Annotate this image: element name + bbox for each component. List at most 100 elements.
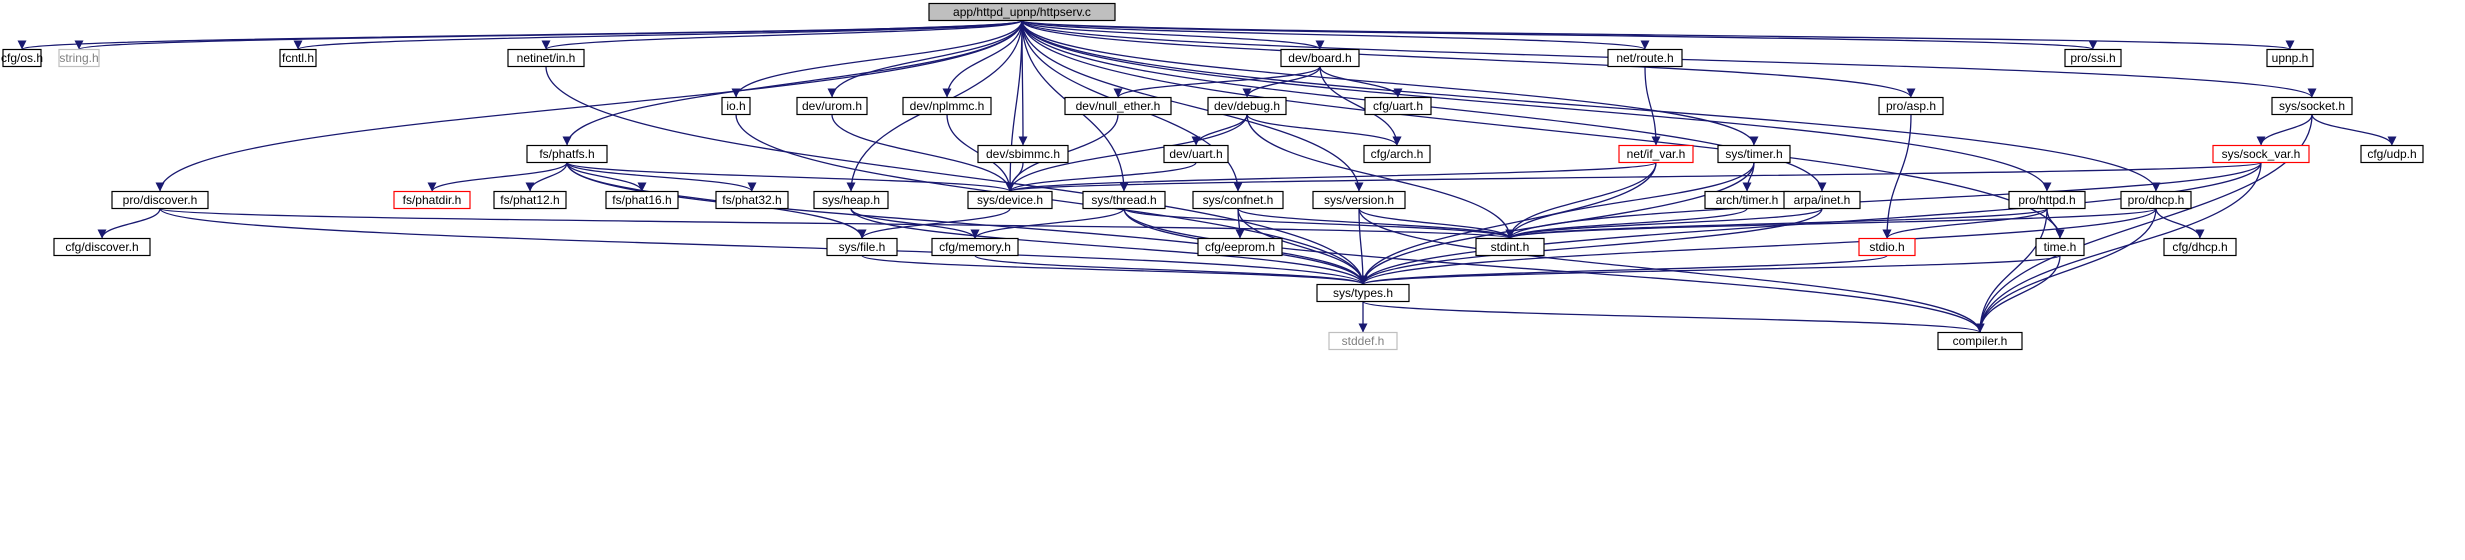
edge-dev-debug-to-cfg-arch xyxy=(1246,114,1402,146)
node-upnp-h[interactable]: upnp.h xyxy=(2266,48,2314,68)
node-label-cfg-memory-h: cfg/memory.h xyxy=(939,240,1011,254)
edge-net-if-var-to-sys-device xyxy=(1005,161,1657,193)
node-box-sys-device-h xyxy=(967,190,1053,210)
node-box-pro-asp-h xyxy=(1878,96,1944,116)
node-label-sys-device-h: sys/device.h xyxy=(977,193,1043,207)
edge-sys-heap-to-cfg-memory xyxy=(850,208,980,239)
node-label-pro-httpd-h: pro/httpd.h xyxy=(2018,193,2075,207)
edge-root-to-dev-urom xyxy=(827,20,1023,98)
node-sys-sock-var-h[interactable]: sys/sock_var.h xyxy=(2212,144,2310,164)
node-compiler-h[interactable]: compiler.h xyxy=(1937,331,2023,351)
node-cfg-eeprom-h[interactable]: cfg/eeprom.h xyxy=(1197,237,1283,257)
node-box-sys-socket-h xyxy=(2271,96,2353,116)
node-dev-board-h[interactable]: dev/board.h xyxy=(1280,48,1360,68)
node-cfg-udp-h[interactable]: cfg/udp.h xyxy=(2360,144,2424,164)
node-stdio-h[interactable]: stdio.h xyxy=(1858,237,1916,257)
node-pro-asp-h[interactable]: pro/asp.h xyxy=(1878,96,1944,116)
node-box-fs-phat16-h xyxy=(605,190,679,210)
edge-dev-uart-to-sys-device xyxy=(1005,161,1197,193)
node-pro-discover-h[interactable]: pro/discover.h xyxy=(111,190,209,210)
node-sys-device-h[interactable]: sys/device.h xyxy=(967,190,1053,210)
edge-root-to-fcntl xyxy=(293,19,1023,51)
edge-pro-dhcp-to-sys-types xyxy=(1358,208,2157,285)
node-pro-httpd-h[interactable]: pro/httpd.h xyxy=(2008,190,2086,210)
node-label-stddef-h: stddef.h xyxy=(1342,334,1385,348)
node-sys-types-h[interactable]: sys/types.h xyxy=(1316,283,1410,303)
node-box-dev-board-h xyxy=(1280,48,1360,68)
node-box-stdio-h xyxy=(1858,237,1916,257)
edge-cfg-memory-to-sys-types xyxy=(974,254,1368,286)
node-cfg-arch-h[interactable]: cfg/arch.h xyxy=(1363,144,1431,164)
node-sys-version-h[interactable]: sys/version.h xyxy=(1312,190,1406,210)
edge-dev-board-to-cfg-uart xyxy=(1319,66,1403,98)
edge-root-to-sys-device xyxy=(1005,20,1023,192)
node-label-fs-phatdir-h: fs/phatdir.h xyxy=(403,193,462,207)
edge-fs-phatfs-to-sys-device xyxy=(566,161,1015,193)
edge-sys-socket-to-cfg-udp xyxy=(2311,114,2397,146)
node-arch-timer-h[interactable]: arch/timer.h xyxy=(1704,190,1790,210)
node-pro-dhcp-h[interactable]: pro/dhcp.h xyxy=(2120,190,2192,210)
node-fs-phatfs-h[interactable]: fs/phatfs.h xyxy=(526,144,608,164)
dependency-edges xyxy=(18,19,2397,334)
node-box-sys-sock-var-h xyxy=(2212,144,2310,164)
node-stdint-h[interactable]: stdint.h xyxy=(1475,237,1545,257)
node-io-h[interactable]: io.h xyxy=(721,96,751,116)
edge-pro-discover-to-cfg-discover xyxy=(97,208,161,239)
node-label-dev-board-h: dev/board.h xyxy=(1288,51,1351,65)
node-netinet-in-h[interactable]: netinet/in.h xyxy=(507,48,585,68)
node-net-route-h[interactable]: net/route.h xyxy=(1607,48,1683,68)
node-box-dev-sbimmc-h xyxy=(977,144,1069,164)
node-sys-confnet-h[interactable]: sys/confnet.h xyxy=(1192,190,1284,210)
node-net-if-var-h[interactable]: net/if_var.h xyxy=(1618,144,1694,164)
node-stddef-h[interactable]: stddef.h xyxy=(1328,331,1398,351)
edge-time-to-sys-types xyxy=(1358,254,2061,286)
edge-fs-phatfs-to-fs-phat16 xyxy=(566,162,647,192)
node-label-fs-phat16-h: fs/phat16.h xyxy=(612,193,671,207)
node-dev-nplmmc-h[interactable]: dev/nplmmc.h xyxy=(902,96,992,116)
node-label-sys-confnet-h: sys/confnet.h xyxy=(1203,193,1274,207)
edge-dev-board-to-dev-null-ether xyxy=(1113,65,1321,99)
node-dev-uart-h[interactable]: dev/uart.h xyxy=(1163,144,1229,164)
node-dev-sbimmc-h[interactable]: dev/sbimmc.h xyxy=(977,144,1069,164)
node-label-cfg-eeprom-h: cfg/eeprom.h xyxy=(1205,240,1275,254)
edge-pro-httpd-to-time xyxy=(2046,208,2065,239)
node-label-fs-phat32-h: fs/phat32.h xyxy=(722,193,781,207)
node-label-sys-types-h: sys/types.h xyxy=(1333,286,1393,300)
node-dev-null-ether-h[interactable]: dev/null_ether.h xyxy=(1064,96,1172,116)
node-cfg-os-h[interactable]: cfg/os.h xyxy=(1,48,43,68)
edge-root-to-sys-version xyxy=(1021,20,1364,192)
node-cfg-discover-h[interactable]: cfg/discover.h xyxy=(53,237,151,257)
node-sys-timer-h[interactable]: sys/timer.h xyxy=(1717,144,1791,164)
node-sys-heap-h[interactable]: sys/heap.h xyxy=(813,190,889,210)
node-box-pro-dhcp-h xyxy=(2120,190,2192,210)
node-label-cfg-discover-h: cfg/discover.h xyxy=(65,240,138,254)
node-cfg-dhcp-h[interactable]: cfg/dhcp.h xyxy=(2163,237,2237,257)
node-dev-urom-h[interactable]: dev/urom.h xyxy=(796,96,868,116)
edge-sys-heap-to-sys-types xyxy=(850,208,1368,285)
node-time-h[interactable]: time.h xyxy=(2035,237,2085,257)
node-box-stddef-h xyxy=(1328,331,1398,351)
node-fs-phat32-h[interactable]: fs/phat32.h xyxy=(715,190,789,210)
node-dev-debug-h[interactable]: dev/debug.h xyxy=(1207,96,1287,116)
node-label-cfg-udp-h: cfg/udp.h xyxy=(2367,147,2416,161)
edge-fs-phatfs-to-fs-phat12 xyxy=(525,162,568,192)
node-arpa-inet-h[interactable]: arpa/inet.h xyxy=(1783,190,1861,210)
edge-fs-phatfs-to-sys-types xyxy=(566,162,1368,285)
node-fcntl-h[interactable]: fcntl.h xyxy=(279,48,317,68)
node-sys-file-h[interactable]: sys/file.h xyxy=(826,237,898,257)
node-fs-phat12-h[interactable]: fs/phat12.h xyxy=(493,190,567,210)
node-sys-thread-h[interactable]: sys/thread.h xyxy=(1082,190,1166,210)
node-box-dev-null-ether-h xyxy=(1064,96,1172,116)
node-fs-phatdir-h[interactable]: fs/phatdir.h xyxy=(393,190,471,210)
node-sys-socket-h[interactable]: sys/socket.h xyxy=(2271,96,2353,116)
node-cfg-memory-h[interactable]: cfg/memory.h xyxy=(931,237,1019,257)
node-box-pro-discover-h xyxy=(111,190,209,210)
edge-sys-version-to-sys-types xyxy=(1358,208,1368,285)
node-fs-phat16-h[interactable]: fs/phat16.h xyxy=(605,190,679,210)
node-pro-ssi-h[interactable]: pro/ssi.h xyxy=(2064,48,2122,68)
node-string-h[interactable]: string.h xyxy=(58,48,100,68)
node-app-httpd-upnp-httpserv-c[interactable]: app/httpd_upnp/httpserv.c xyxy=(928,2,1116,22)
node-box-cfg-discover-h xyxy=(53,237,151,257)
node-box-cfg-udp-h xyxy=(2360,144,2424,164)
node-cfg-uart-h[interactable]: cfg/uart.h xyxy=(1364,96,1432,116)
